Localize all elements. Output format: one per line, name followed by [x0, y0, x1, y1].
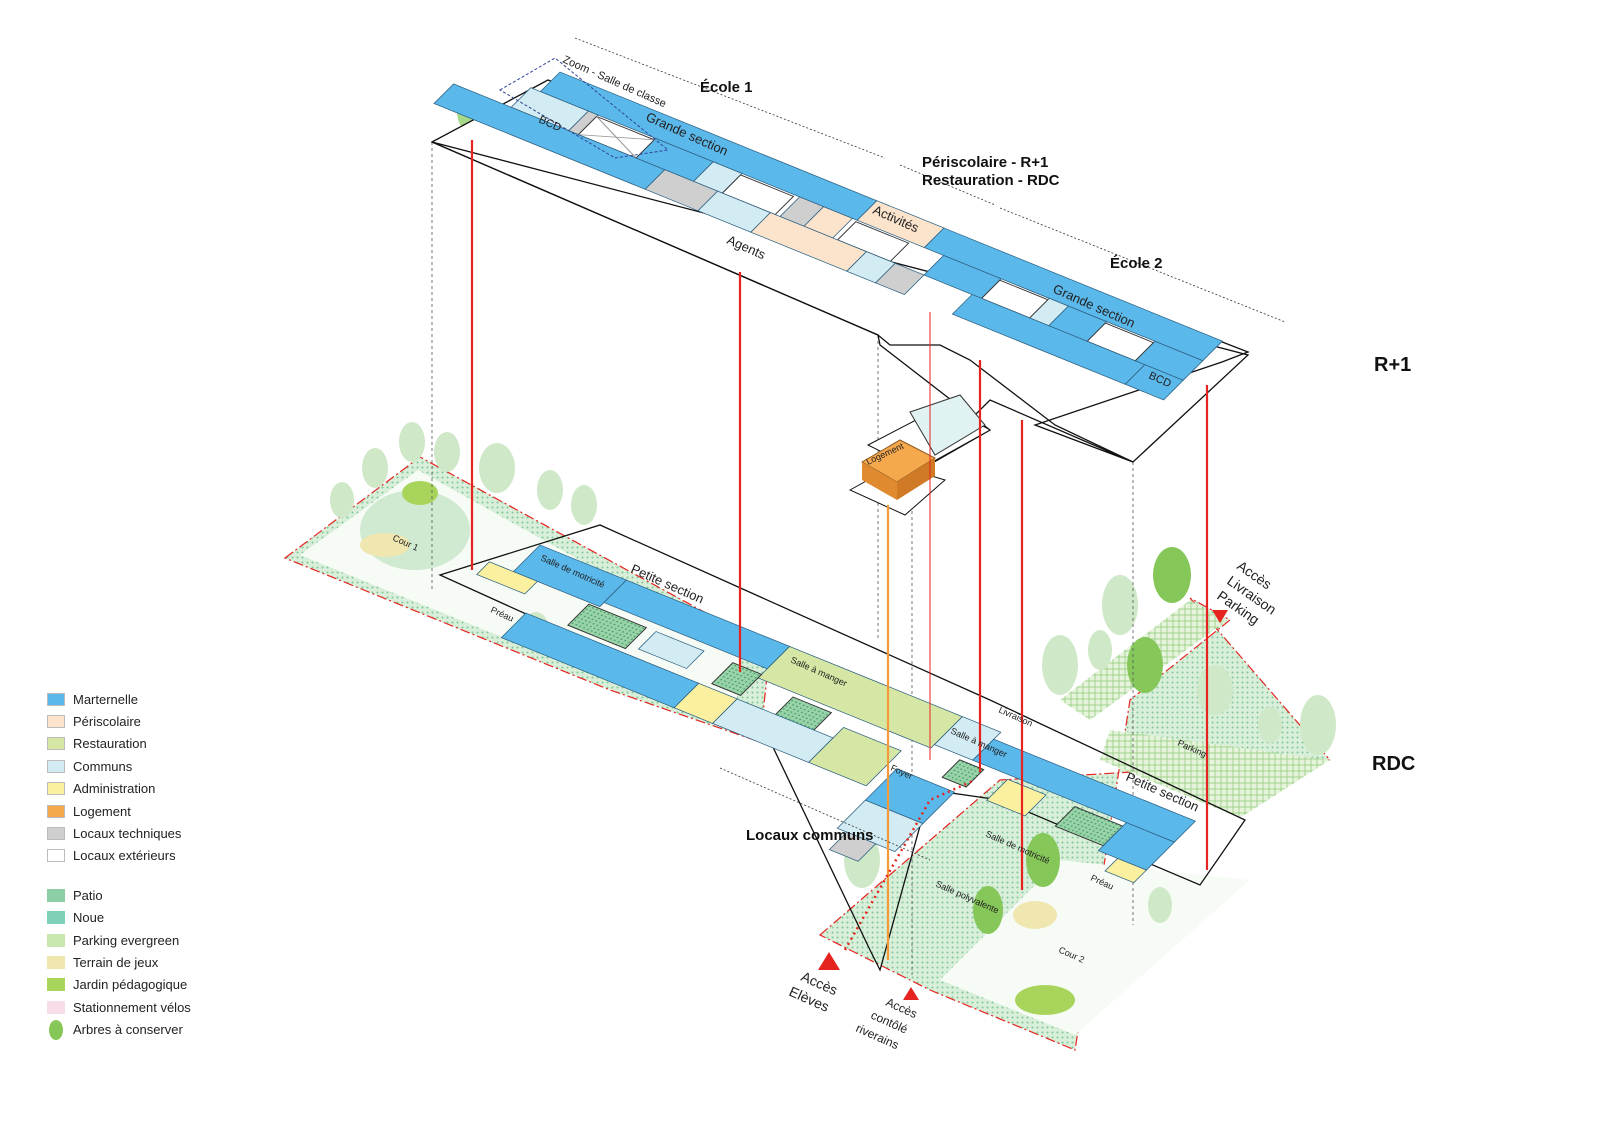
legend-item-terrain-jeux: Terrain de jeux [47, 951, 191, 973]
zoom-frame [499, 57, 670, 159]
level-rdc: RDC [1372, 753, 1415, 775]
swatch [47, 888, 65, 902]
swatch [47, 692, 65, 706]
access-livraison: Accès Livraison Parking [1212, 557, 1279, 628]
dimension-lines [574, 37, 1286, 861]
legend: Marternelle Périscolaire Restauration Co… [47, 688, 191, 1041]
access-arrow-icon [1212, 610, 1228, 623]
access-eleves: Accès Elèves [787, 952, 840, 1015]
logement-core [848, 394, 992, 516]
legend-item-parking-evergreen: Parking evergreen [47, 929, 191, 951]
room-livraison: Livraison [997, 705, 1034, 729]
access-arrow-icon [903, 987, 919, 1000]
heading-ecole1: École 1 [700, 79, 753, 96]
access-arrow-icon [818, 952, 840, 970]
level-r1: R+1 [1374, 354, 1411, 376]
heading-restauration: Restauration - RDC [922, 172, 1060, 189]
swatch [47, 737, 65, 751]
heading-periscolaire: Périscolaire - R+1 [922, 154, 1048, 171]
tree-icon [49, 1019, 63, 1040]
swatch [47, 715, 65, 729]
legend-item-patio: Patio [47, 884, 191, 906]
legend-item-periscolaire: Périscolaire [47, 710, 191, 732]
r1-blocks [433, 71, 1224, 401]
legend-item-logement: Logement [47, 800, 191, 822]
legend-item-velos: Stationnement vélos [47, 996, 191, 1018]
swatch [47, 827, 65, 841]
legend-item-arbres: Arbres à conserver [47, 1018, 191, 1040]
heading-locaux-communs: Locaux communs [746, 827, 874, 844]
swatch [47, 759, 65, 773]
legend-item-maternelle: Marternelle [47, 688, 191, 710]
heading-ecole2: École 2 [1110, 255, 1163, 272]
legend-item-locaux-exterieurs: Locaux extérieurs [47, 845, 191, 867]
swatch [47, 978, 65, 992]
legend-item-communs: Communs [47, 755, 191, 777]
swatch [47, 804, 65, 818]
swatch [47, 955, 65, 969]
swatch [47, 933, 65, 947]
eleves-route [843, 778, 976, 951]
legend-item-noue: Noue [47, 907, 191, 929]
swatch [47, 782, 65, 796]
rdc-blocks [476, 544, 1197, 884]
legend-item-jardin: Jardin pédagogique [47, 974, 191, 996]
access-riverains: Accès contôlé riverains [854, 987, 919, 1052]
legend-item-restauration: Restauration [47, 733, 191, 755]
trees [330, 94, 1336, 934]
swatch [47, 1000, 65, 1014]
swatch [47, 849, 65, 863]
r1-slab-lower [431, 141, 1250, 463]
swatch [47, 911, 65, 925]
legend-item-locaux-techniques: Locaux techniques [47, 822, 191, 844]
legend-item-administration: Administration [47, 778, 191, 800]
vertical-circulation [470, 140, 1209, 960]
